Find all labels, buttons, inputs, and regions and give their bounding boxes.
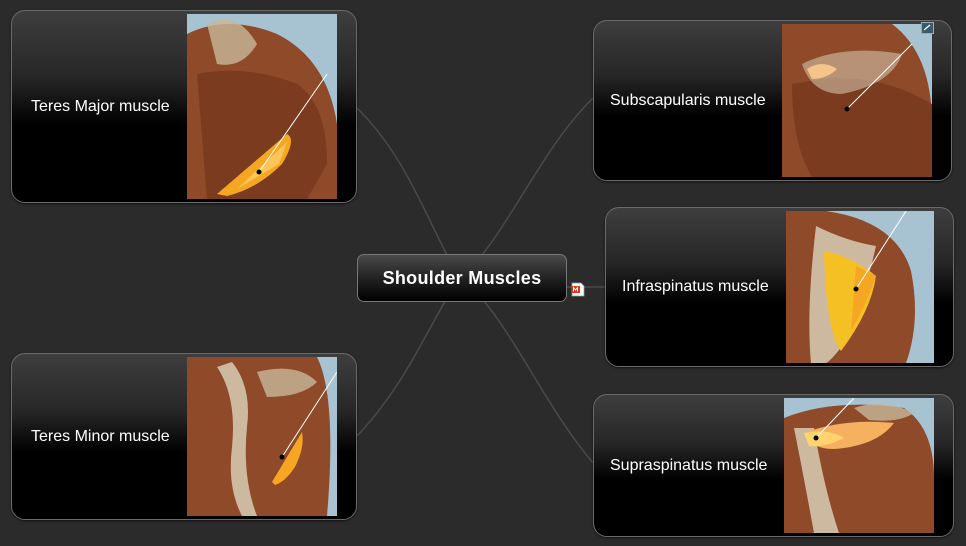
topic-label: Subscapularis muscle [610, 91, 766, 109]
topic-label: Teres Minor muscle [31, 427, 170, 445]
topic-supraspinatus[interactable]: Supraspinatus muscle [593, 394, 954, 537]
topic-subscapularis[interactable]: Subscapularis muscle [593, 20, 952, 181]
teres-minor-image [187, 357, 337, 516]
topic-infraspinatus[interactable]: Infraspinatus muscle [605, 207, 954, 367]
supraspinatus-image [784, 398, 934, 533]
teres-major-image [187, 14, 337, 199]
topic-teres-minor[interactable]: Teres Minor muscle [11, 353, 357, 520]
infraspinatus-image [786, 211, 934, 363]
central-topic[interactable]: Shoulder Muscles [357, 254, 567, 302]
topic-teres-major[interactable]: Teres Major muscle [11, 10, 357, 203]
topic-label: Supraspinatus muscle [610, 456, 768, 474]
topic-label: Teres Major muscle [31, 97, 170, 115]
connector-teres-major [356, 107, 461, 279]
connector-subscapularis [461, 97, 594, 279]
expand-image-icon[interactable] [921, 22, 934, 34]
note-document-icon[interactable] [571, 282, 585, 297]
subscapularis-image [782, 24, 932, 177]
topic-label: Infraspinatus muscle [622, 278, 769, 295]
connector-supraspinatus [461, 277, 594, 464]
